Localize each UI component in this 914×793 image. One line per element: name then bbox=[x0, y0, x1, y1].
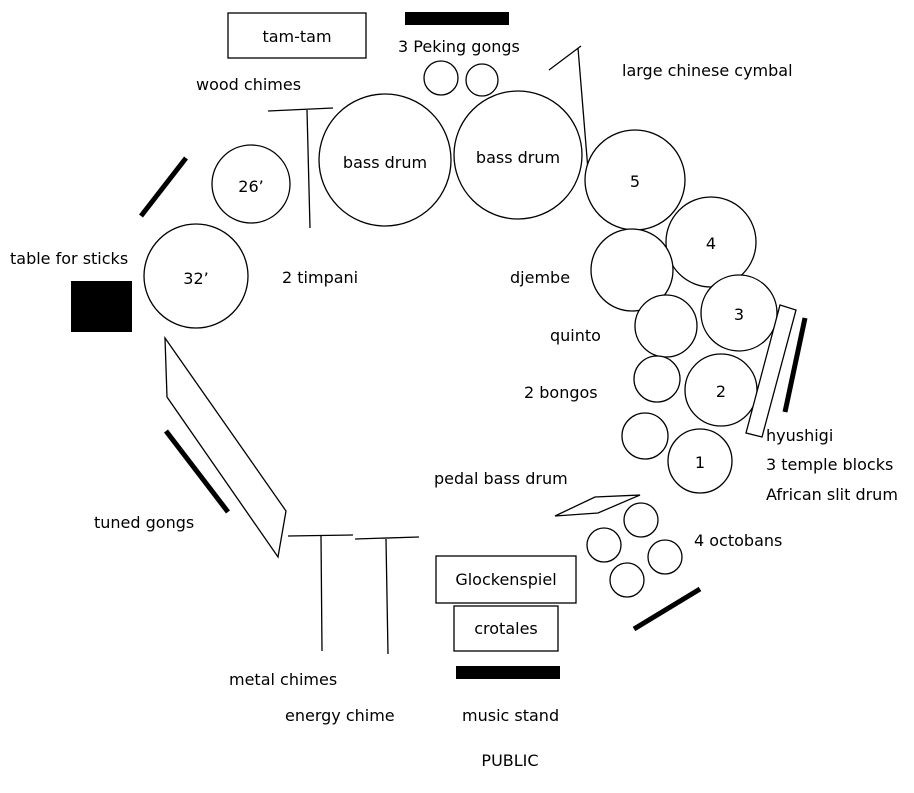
metal-chimes-bar bbox=[287, 534, 354, 537]
right-bar bbox=[782, 317, 808, 413]
metal-chimes-stand bbox=[320, 535, 323, 652]
djembe-label: djembe bbox=[510, 268, 570, 287]
large-chinese-cymbal-label: large chinese cymbal bbox=[622, 61, 793, 80]
cymbal-stand bbox=[577, 47, 589, 171]
timpani-26 bbox=[211, 144, 291, 224]
drum-1-label: 1 bbox=[695, 453, 705, 472]
hyushigi-block bbox=[745, 304, 797, 438]
energy-chime-stand bbox=[385, 538, 389, 655]
table-for-sticks bbox=[71, 281, 132, 332]
tam-tam-box bbox=[227, 12, 367, 59]
timpani-26-label: 26’ bbox=[238, 177, 263, 196]
glockenspiel-label: Glockenspiel bbox=[455, 570, 556, 589]
pedal-bass-drum-label: pedal bass drum bbox=[434, 469, 568, 488]
slit-drum-label: African slit drum bbox=[766, 485, 898, 504]
bass-drum-left bbox=[318, 93, 452, 227]
table-for-sticks-label: table for sticks bbox=[10, 249, 128, 268]
timpani-label: 2 timpani bbox=[282, 268, 358, 287]
drum-4-label: 4 bbox=[706, 234, 716, 253]
tuned-gongs-label: tuned gongs bbox=[94, 513, 194, 532]
octobans-label: 4 octobans bbox=[694, 531, 782, 550]
quinto-label: quinto bbox=[550, 326, 601, 345]
temple-blocks-label: 3 temple blocks bbox=[766, 455, 893, 474]
wood-chimes-stand bbox=[306, 109, 311, 229]
bass-drum-right-label: bass drum bbox=[476, 148, 560, 167]
cymbal-top bbox=[548, 45, 582, 71]
drum-1 bbox=[667, 428, 733, 494]
bongo-2 bbox=[621, 412, 669, 460]
timpani-32 bbox=[143, 223, 249, 329]
octoban-1 bbox=[623, 502, 659, 538]
quinto-drum bbox=[634, 294, 698, 358]
crotales-label: crotales bbox=[474, 619, 538, 638]
drum-5-label: 5 bbox=[630, 172, 640, 191]
drum-2-label: 2 bbox=[716, 382, 726, 401]
bass-drum-right bbox=[453, 90, 583, 220]
bongos-label: 2 bongos bbox=[524, 383, 598, 402]
bongo-1 bbox=[633, 355, 681, 403]
timpani-32-label: 32’ bbox=[183, 269, 208, 288]
peking-gong-1 bbox=[423, 60, 459, 96]
music-stand bbox=[456, 666, 560, 679]
octobans-bar bbox=[632, 586, 702, 632]
octoban-2 bbox=[586, 527, 622, 563]
peking-gongs-label: 3 Peking gongs bbox=[398, 37, 520, 56]
djembe-drum bbox=[590, 228, 674, 312]
energy-chime-bar bbox=[354, 536, 420, 540]
public-label: PUBLIC bbox=[481, 751, 538, 770]
drum-3 bbox=[700, 274, 778, 352]
wood-chimes-bar bbox=[267, 107, 334, 112]
energy-chime-label: energy chime bbox=[285, 706, 395, 725]
music-stand-label: music stand bbox=[462, 706, 559, 725]
octoban-3 bbox=[647, 539, 683, 575]
metal-chimes-label: metal chimes bbox=[229, 670, 337, 689]
tuned-gongs-frame bbox=[164, 335, 287, 559]
glockenspiel-box bbox=[435, 555, 577, 604]
pedal-bass-drum bbox=[554, 494, 641, 517]
top-bar bbox=[405, 12, 509, 25]
tam-tam-label: tam-tam bbox=[262, 27, 331, 46]
wood-chimes-label: wood chimes bbox=[196, 75, 301, 94]
peking-gong-2 bbox=[465, 63, 499, 97]
tuned-gongs-bar bbox=[164, 429, 230, 514]
drum-3-label: 3 bbox=[734, 305, 744, 324]
bass-drum-left-label: bass drum bbox=[343, 153, 427, 172]
crotales-box bbox=[453, 605, 559, 652]
hyushigi-label: hyushigi bbox=[766, 426, 833, 445]
octoban-4 bbox=[609, 562, 645, 598]
left-bar bbox=[139, 156, 188, 218]
